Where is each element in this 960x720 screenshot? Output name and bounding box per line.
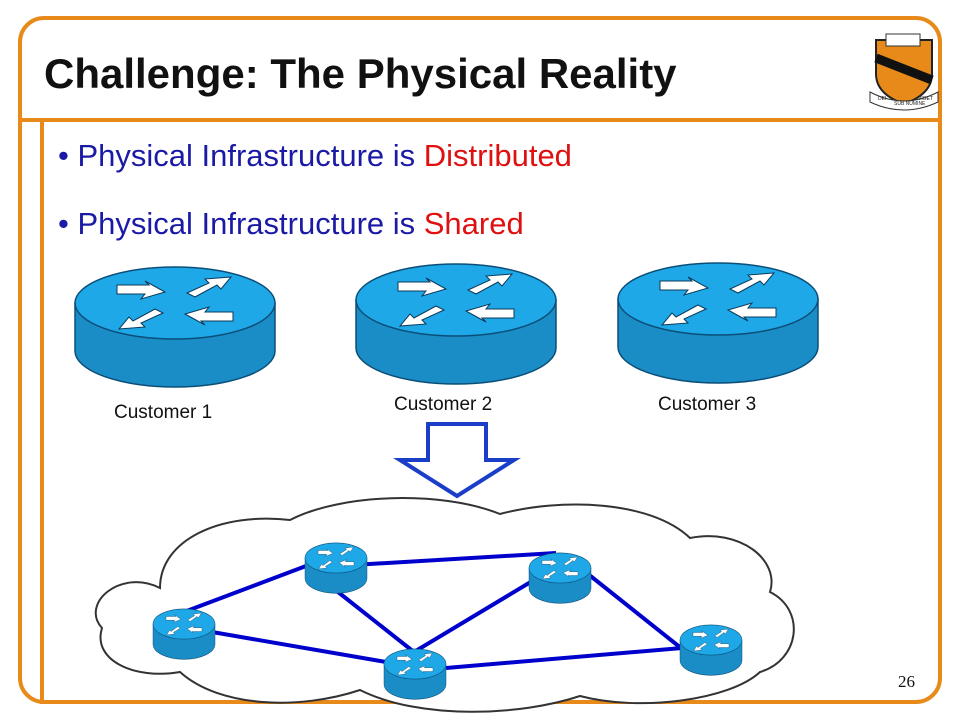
customer-router-3 bbox=[617, 262, 819, 384]
princeton-shield-icon: DEI SUB NUMINE VIGET bbox=[869, 33, 939, 111]
link bbox=[586, 572, 688, 654]
customer-router-2 bbox=[355, 263, 557, 385]
customer-3-label: Customer 3 bbox=[658, 394, 757, 415]
bullet-distributed: • Physical Infrastructure is Distributed bbox=[58, 138, 572, 174]
logo-ribbon-right: VIGET bbox=[918, 96, 933, 102]
logo-ribbon-center: SUB NUMINE bbox=[894, 101, 926, 107]
bullet-highlight: Distributed bbox=[423, 138, 572, 173]
network-router-4 bbox=[383, 648, 447, 700]
link bbox=[412, 572, 546, 654]
link bbox=[183, 564, 307, 614]
slide-number: 26 bbox=[898, 672, 915, 691]
bullet-shared: • Physical Infrastructure is Shared bbox=[58, 206, 524, 242]
title-divider bbox=[18, 118, 942, 122]
slide-title: Challenge: The Physical Reality bbox=[44, 50, 677, 97]
network-router-2 bbox=[304, 542, 368, 594]
down-arrow-icon bbox=[393, 422, 521, 499]
logo-ribbon-left: DEI bbox=[878, 96, 886, 102]
bullet-text: • Physical Infrastructure is bbox=[58, 138, 424, 173]
link bbox=[335, 551, 557, 568]
cloud-icon bbox=[94, 497, 795, 713]
customer-1-label: Customer 1 bbox=[114, 402, 213, 423]
link bbox=[336, 590, 416, 654]
network-router-1 bbox=[152, 608, 216, 660]
customer-router-1 bbox=[74, 266, 276, 388]
network-router-3 bbox=[528, 552, 592, 604]
bullet-text: • Physical Infrastructure is bbox=[58, 206, 424, 241]
network-links bbox=[183, 551, 688, 670]
network-router-5 bbox=[679, 624, 743, 676]
left-divider bbox=[40, 120, 44, 704]
bullet-highlight: Shared bbox=[423, 206, 524, 241]
link bbox=[211, 630, 387, 664]
customer-2-label: Customer 2 bbox=[394, 394, 493, 415]
link bbox=[445, 646, 683, 670]
